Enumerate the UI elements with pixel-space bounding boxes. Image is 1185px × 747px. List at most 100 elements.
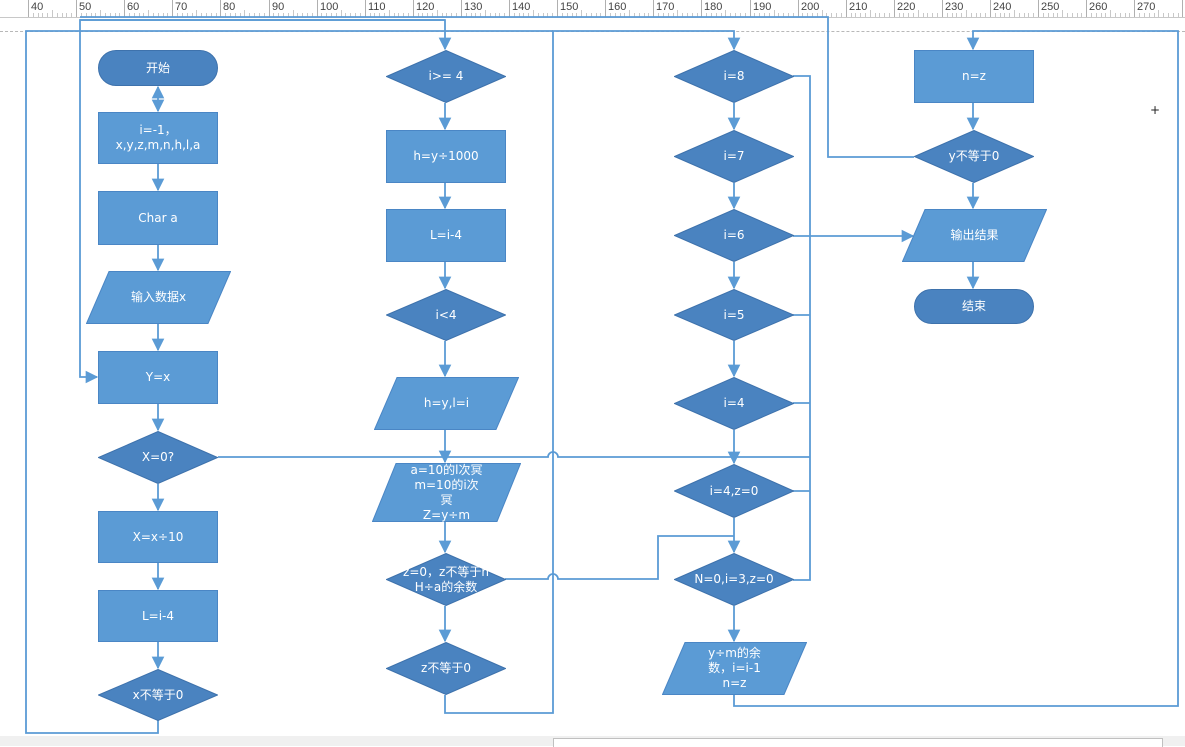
h-y-l-i-label: h=y,l=i — [423, 396, 470, 410]
bottom-page-tab[interactable] — [553, 738, 1163, 747]
ruler-minor-tick — [370, 13, 371, 17]
i-4-decision[interactable]: i=4 — [674, 377, 794, 430]
ruler-minor-tick — [567, 13, 568, 17]
i-ge-4-label: i>= 4 — [428, 69, 464, 83]
ruler-minor-tick — [932, 13, 933, 17]
n-eq-z-process-box[interactable]: n=z — [914, 50, 1034, 103]
ruler-minor-tick — [865, 13, 866, 17]
ruler-label: 120 — [416, 1, 435, 13]
i-4-z-0-decision[interactable]: i=4,z=0 — [674, 464, 794, 518]
ruler-label: 100 — [320, 1, 339, 13]
ruler-minor-tick — [71, 13, 72, 17]
a-m-z-io[interactable]: a=10的l次冥 m=10的i次 冥 Z=y÷m — [372, 463, 521, 522]
ruler-minor-tick — [913, 13, 914, 17]
x-div-10-process-box[interactable]: X=x÷10 — [98, 511, 218, 563]
z-cond-label: z=0，z不等于h H÷a的余数 — [403, 564, 489, 594]
ruler-minor-tick — [1125, 13, 1126, 17]
ruler-minor-tick — [471, 13, 472, 17]
ruler-tick — [557, 0, 558, 17]
n-0-i-3-z-0-label: N=0,i=3,z=0 — [694, 572, 774, 586]
ruler-tick — [1134, 0, 1135, 17]
n-eq-z-label: n=z — [962, 69, 986, 83]
output-result-io[interactable]: 输出结果 — [902, 209, 1047, 262]
ruler-minor-tick — [648, 13, 649, 17]
ruler-minor-tick — [735, 13, 736, 17]
ruler-minor-tick — [774, 10, 775, 17]
y-eq-x-process-box[interactable]: Y=x — [98, 351, 218, 404]
ruler-minor-tick — [201, 13, 202, 17]
ruler-minor-tick — [158, 13, 159, 17]
ruler-minor-tick — [1154, 13, 1155, 17]
ruler-minor-tick — [764, 13, 765, 17]
i-5-decision[interactable]: i=5 — [674, 289, 794, 341]
ruler-minor-tick — [86, 13, 87, 17]
ruler-minor-tick — [1144, 13, 1145, 17]
l-i-4-mid-process-box[interactable]: L=i-4 — [386, 209, 506, 262]
n-0-i-3-z-0-decision[interactable]: N=0,i=3,z=0 — [674, 553, 794, 606]
ruler-tick — [413, 0, 414, 17]
ruler-label: 40 — [31, 1, 44, 13]
x-eq-0-decision[interactable]: X=0? — [98, 431, 218, 484]
x-eq-0-label: X=0? — [141, 450, 175, 464]
l-i-4-left-process-box[interactable]: L=i-4 — [98, 590, 218, 642]
ruler-minor-tick — [1173, 13, 1174, 17]
z-cond-decision[interactable]: z=0，z不等于h H÷a的余数 — [386, 553, 506, 606]
ruler-minor-tick — [697, 13, 698, 17]
i-7-decision[interactable]: i=7 — [674, 130, 794, 183]
y-eq-x-label: Y=x — [145, 370, 171, 384]
ruler-minor-tick — [240, 13, 241, 17]
ruler-minor-tick — [961, 13, 962, 17]
connector-ymod-loop — [733, 30, 1179, 707]
i-8-label: i=8 — [723, 69, 745, 83]
i-8-decision[interactable]: i=8 — [674, 50, 794, 103]
ruler-minor-tick — [177, 13, 178, 17]
init-process-box[interactable]: i=-1，x,y,z,m,n,h,l,a — [98, 112, 218, 164]
ruler-minor-tick — [620, 13, 621, 17]
y-mod-m-io[interactable]: y÷m的余 数，i=i-1 n=z — [662, 642, 807, 695]
ruler-label: 90 — [272, 1, 285, 13]
end-terminal[interactable]: 结束 — [914, 289, 1034, 324]
ruler-minor-tick — [985, 13, 986, 17]
ruler-label: 50 — [79, 1, 92, 13]
ruler-minor-tick — [456, 13, 457, 17]
i-lt-4-label: i<4 — [435, 307, 457, 322]
ruler-minor-tick — [937, 13, 938, 17]
ruler-minor-tick — [1043, 13, 1044, 17]
y-ne-0-decision[interactable]: y不等于0 — [914, 130, 1034, 183]
ruler-minor-tick — [394, 13, 395, 17]
x-div-10-label: X=x÷10 — [132, 529, 184, 544]
i-lt-4-decision[interactable]: i<4 — [386, 289, 506, 341]
h-y-l-i-io[interactable]: h=y,l=i — [374, 377, 519, 430]
input-x-io[interactable]: 输入数据x — [86, 271, 231, 324]
ruler-minor-tick — [538, 13, 539, 17]
ruler-minor-tick — [572, 13, 573, 17]
ruler-minor-tick — [745, 13, 746, 17]
start-terminal[interactable]: 开始 — [98, 50, 218, 86]
ruler-minor-tick — [1062, 10, 1063, 17]
ruler-minor-tick — [1019, 13, 1020, 17]
h-div-1000-process-box[interactable]: h=y÷1000 — [386, 130, 506, 183]
connector-zcond-right — [505, 535, 734, 580]
ruler-minor-tick — [562, 13, 563, 17]
ruler-minor-tick — [851, 13, 852, 17]
ruler-tick — [798, 0, 799, 17]
x-ne-0-decision[interactable]: x不等于0 — [98, 669, 218, 721]
ruler-minor-tick — [576, 13, 577, 17]
ruler-label: 200 — [801, 1, 820, 13]
ruler-minor-tick — [163, 13, 164, 17]
ruler-minor-tick — [783, 13, 784, 17]
ruler-minor-tick — [1077, 13, 1078, 17]
char-a-process-box[interactable]: Char a — [98, 191, 218, 245]
ruler-minor-tick — [1024, 13, 1025, 17]
i-ge-4-decision[interactable]: i>= 4 — [386, 50, 506, 103]
z-ne-0-decision[interactable]: z不等于0 — [386, 642, 506, 695]
ruler-label: 170 — [656, 1, 675, 13]
ruler-minor-tick — [879, 13, 880, 17]
ruler-minor-tick — [302, 13, 303, 17]
ruler-minor-tick — [966, 10, 967, 17]
input-x-label: 输入数据x — [130, 290, 187, 304]
i-6-decision[interactable]: i=6 — [674, 209, 794, 262]
ruler-minor-tick — [1149, 13, 1150, 17]
ruler-minor-tick — [110, 13, 111, 17]
